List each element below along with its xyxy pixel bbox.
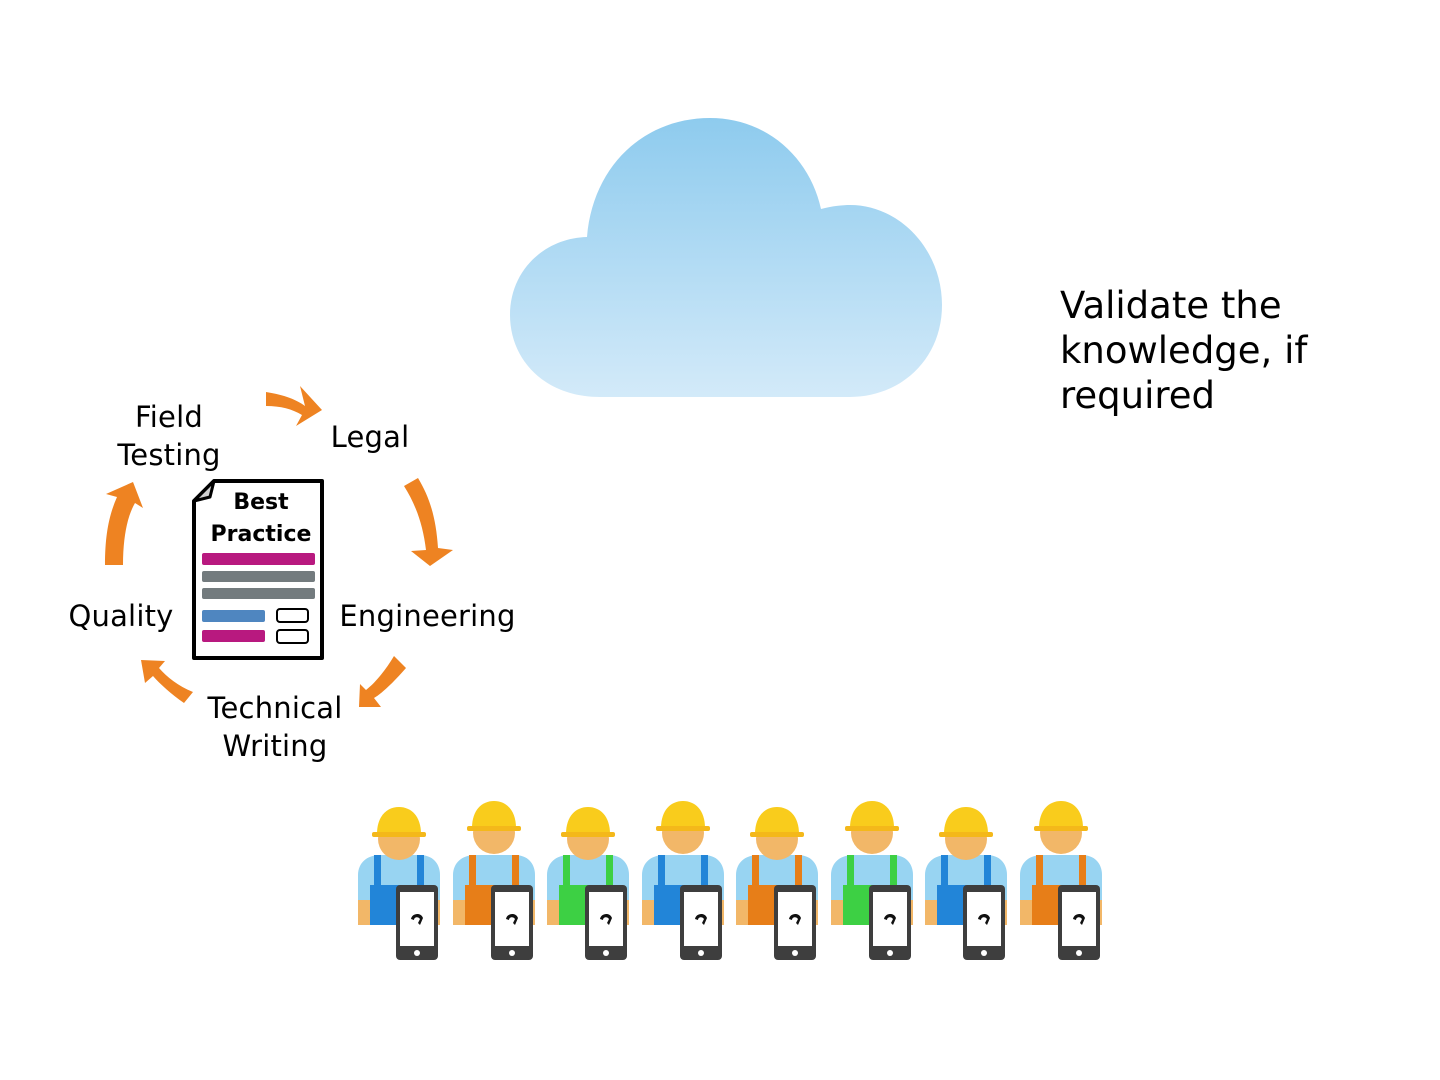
stage-label-engineering: Engineering <box>339 599 516 633</box>
cycle-arrows <box>105 386 453 707</box>
worker-with-phone-icon <box>447 795 547 965</box>
worker-with-phone-icon <box>1014 795 1114 965</box>
worker-with-phone-icon <box>541 795 641 965</box>
arrow-icon <box>266 386 322 426</box>
worker-with-phone-icon <box>730 795 830 965</box>
validate-knowledge-text: Validate the knowledge, if required <box>1060 284 1308 417</box>
stage-label-quality: Quality <box>68 599 174 633</box>
worker-with-phone-icon <box>919 795 1019 965</box>
document-title: Best Practice <box>210 490 312 547</box>
worker-with-phone-icon <box>636 795 736 965</box>
best-practice-document-icon <box>192 479 324 660</box>
stage-label-technical-writing: Technical Writing <box>207 691 343 763</box>
arrow-icon <box>105 482 143 565</box>
worker-with-phone-icon <box>825 795 925 965</box>
arrow-icon <box>404 478 453 566</box>
stage-label-legal: Legal <box>330 420 410 454</box>
cloud-icon <box>510 118 942 397</box>
stage-label-field-testing: Field Testing <box>117 400 221 472</box>
worker-with-phone-icon <box>352 795 452 965</box>
arrow-icon <box>359 656 406 707</box>
arrow-icon <box>141 660 193 703</box>
